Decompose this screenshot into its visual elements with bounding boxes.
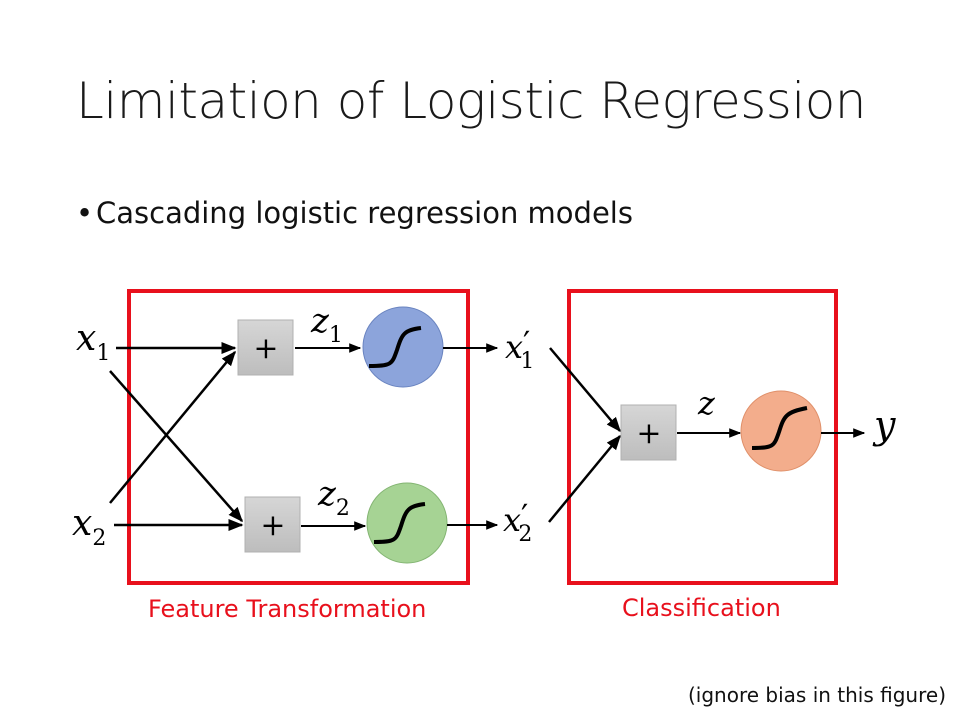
feature-transformation-box: [127, 289, 470, 585]
bullet-text: Cascading logistic regression models: [96, 196, 633, 230]
label-y: y: [872, 403, 896, 447]
label-z2: z2: [317, 474, 350, 521]
footnote: (ignore bias in this figure): [688, 683, 946, 707]
label-x1: x1: [76, 318, 110, 366]
classification-caption: Classification: [622, 594, 781, 622]
label-x1-prime: x′1: [505, 324, 534, 374]
bullet-symbol: •: [76, 196, 94, 230]
label-x2: x2: [72, 503, 106, 551]
label-x2-prime: x′2: [503, 497, 532, 547]
sum-node-3: [620, 404, 677, 461]
edge-x1p-sum3: [549, 347, 621, 433]
bullet-item: •Cascading logistic regression models: [76, 196, 633, 230]
sum-symbol: +: [636, 416, 661, 451]
sigmoid-neuron-1: [362, 306, 444, 388]
sum-symbol: +: [260, 508, 285, 543]
sum-symbol: +: [253, 331, 278, 366]
sum-node-1: [237, 319, 294, 376]
label-z: z: [697, 384, 716, 422]
feature-transformation-caption: Feature Transformation: [148, 595, 427, 623]
classification-box: [567, 289, 838, 585]
edge-x1-sum2: [109, 370, 243, 523]
slide-title: Limitation of Logistic Regression: [76, 72, 867, 130]
sigmoid-neuron-2: [366, 482, 448, 564]
edge-x2p-sum3: [548, 434, 621, 523]
sigmoid-icon: [373, 502, 426, 544]
label-z1: z1: [310, 301, 343, 348]
sigmoid-icon: [751, 406, 808, 450]
sigmoid-icon: [368, 326, 422, 368]
sum-node-2: [244, 496, 301, 553]
edge-x2-sum1: [109, 350, 236, 504]
